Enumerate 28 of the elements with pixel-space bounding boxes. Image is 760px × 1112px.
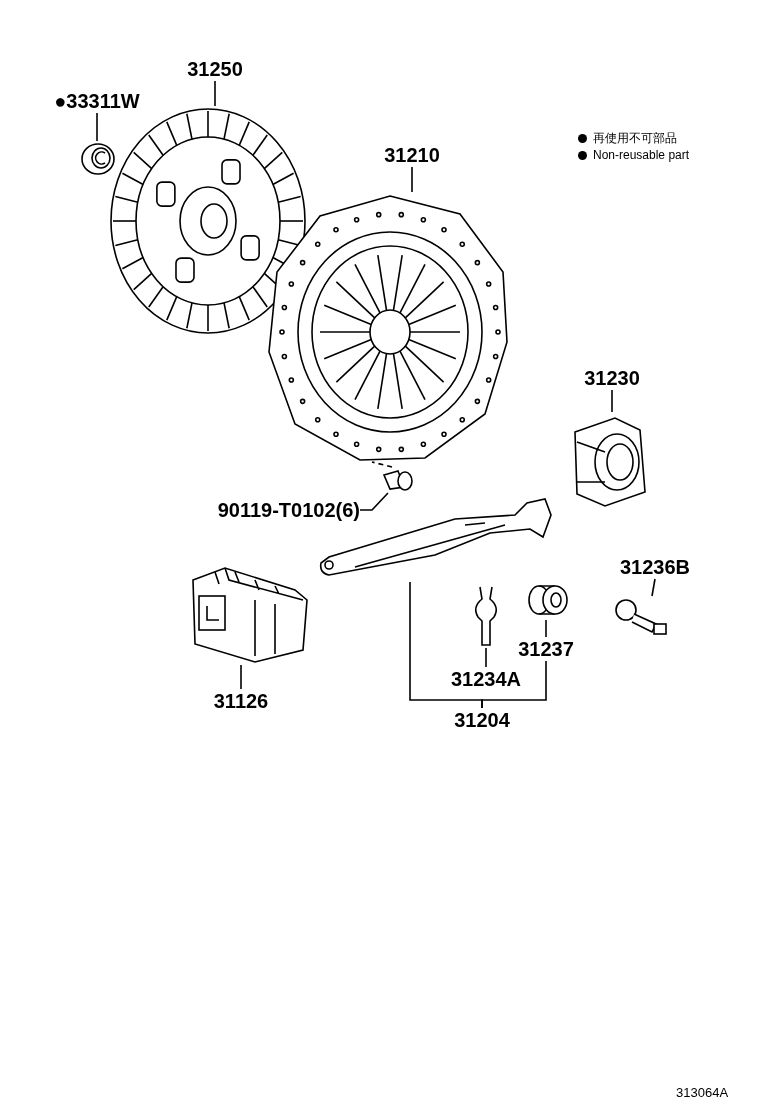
leader-line [359,492,389,511]
leader-line [651,578,656,597]
leader-line [411,166,413,193]
part-number: 31204 [437,708,527,732]
part-number: 31236B [610,555,700,579]
legend-text: Non-reusable part [593,148,690,163]
part-number: 31234A [441,667,531,691]
part-number: 31237 [501,637,591,661]
leader-line [545,619,547,638]
part-number: 31210 [367,143,457,167]
part-number: 31250 [170,57,260,81]
part-number: ●33311W [38,89,156,113]
part-number: 31126 [194,689,288,713]
leader-line [611,389,613,413]
leader-line [371,461,393,468]
pilot-bearing-drawing [79,141,117,177]
pressure-plate-drawing [265,192,510,462]
leader-line [485,647,487,668]
leader-line [240,664,242,690]
leader-line [96,112,98,142]
diagram-code: 313064A [676,1084,729,1102]
leader-line [214,80,216,107]
clutch-disc-drawing [108,106,308,336]
part-number: 90119-T0102(6) [196,498,360,522]
part-number: 31230 [567,366,657,390]
leader-line [481,660,547,709]
bolt-drawing [380,467,414,493]
legend-text: 再使用不可部品 [593,131,677,146]
